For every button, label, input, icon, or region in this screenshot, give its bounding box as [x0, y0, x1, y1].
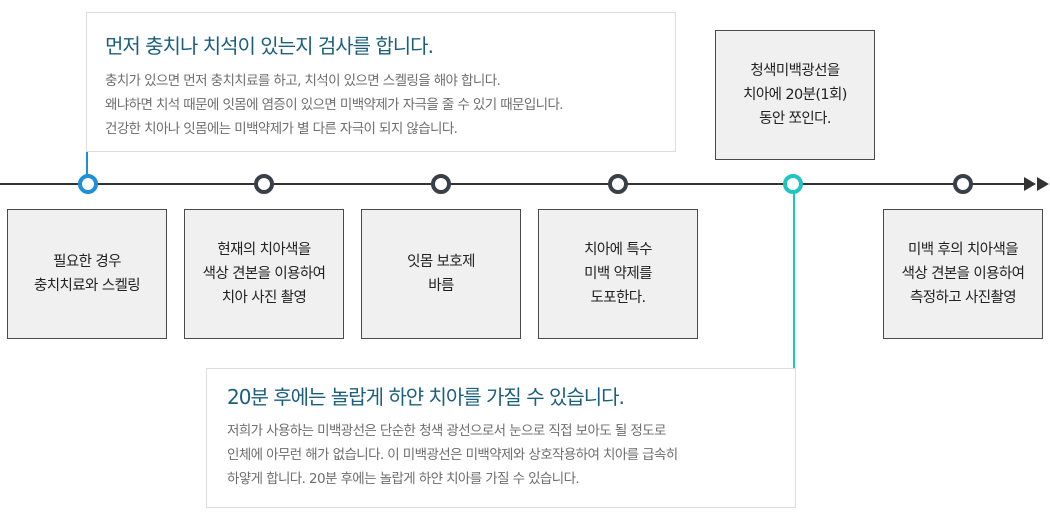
arrowhead-icon — [1037, 177, 1049, 191]
step-label: 청색미백광선을 치아에 20분(1회) 동안 쪼인다. — [743, 63, 847, 127]
timeline-node-4 — [608, 174, 628, 194]
step-label: 현재의 치아색을 색상 견본을 이용하여 치아 사진 촬영 — [202, 242, 326, 306]
timeline-node-1 — [78, 174, 98, 194]
timeline-node-2 — [254, 174, 274, 194]
step-box-5: 청색미백광선을 치아에 20분(1회) 동안 쪼인다. — [715, 30, 875, 160]
step-box-4: 치아에 특수 미백 약제를 도포한다. — [538, 209, 698, 339]
arrowhead-icon — [1024, 177, 1036, 191]
callout-text-line: 저희가 사용하는 미백광선은 단순한 청색 광선으로서 눈으로 직접 보아도 될… — [227, 423, 666, 439]
callout-result: 20분 후에는 놀랍게 하얀 치아를 가질 수 있습니다. 저희가 사용하는 미… — [206, 368, 796, 508]
timeline-node-5 — [783, 174, 803, 194]
step-label: 잇몸 보호제 바름 — [407, 254, 475, 294]
callout-text-line: 건강한 치아나 잇몸에는 미백약제가 별 다른 자극이 되지 않습니다. — [105, 121, 458, 137]
step-box-2: 현재의 치아색을 색상 견본을 이용하여 치아 사진 촬영 — [184, 209, 344, 339]
timeline-node-3 — [431, 174, 451, 194]
callout-inspection: 먼저 충치나 치석이 있는지 검사를 합니다. 충치가 있으면 먼저 충치치료를… — [86, 12, 676, 152]
callout-title: 20분 후에는 놀랍게 하얀 치아를 가질 수 있습니다. — [227, 385, 625, 409]
step-box-1: 필요한 경우 충치치료와 스켈링 — [7, 209, 167, 339]
callout-title: 먼저 충치나 치석이 있는지 검사를 합니다. — [105, 34, 434, 58]
step-box-6: 미백 후의 치아색을 색상 견본을 이용하여 측정하고 사진촬영 — [883, 209, 1043, 339]
step-label: 미백 후의 치아색을 색상 견본을 이용하여 측정하고 사진촬영 — [901, 242, 1025, 306]
callout-text-line: 하얗게 합니다. 20분 후에는 놀랍게 하얀 치아를 가질 수 있습니다. — [227, 471, 580, 487]
step-label: 필요한 경우 충치치료와 스켈링 — [34, 254, 141, 294]
timeline-line — [0, 183, 1030, 185]
callout-text-line: 인체에 아무런 해가 없습니다. 이 미백광선은 미백약제와 상호작용하여 치아… — [227, 447, 678, 463]
connector-line-bottom — [793, 188, 795, 508]
step-box-3: 잇몸 보호제 바름 — [361, 209, 521, 339]
callout-text-line: 충치가 있으면 먼저 충치치료를 하고, 치석이 있으면 스켈링을 해야 합니다… — [105, 73, 501, 89]
step-label: 치아에 특수 미백 약제를 도포한다. — [584, 242, 652, 306]
timeline-node-6 — [953, 174, 973, 194]
callout-text-line: 왜냐하면 치석 때문에 잇몸에 염증이 있으면 미백약제가 자극을 줄 수 있기… — [105, 97, 564, 113]
